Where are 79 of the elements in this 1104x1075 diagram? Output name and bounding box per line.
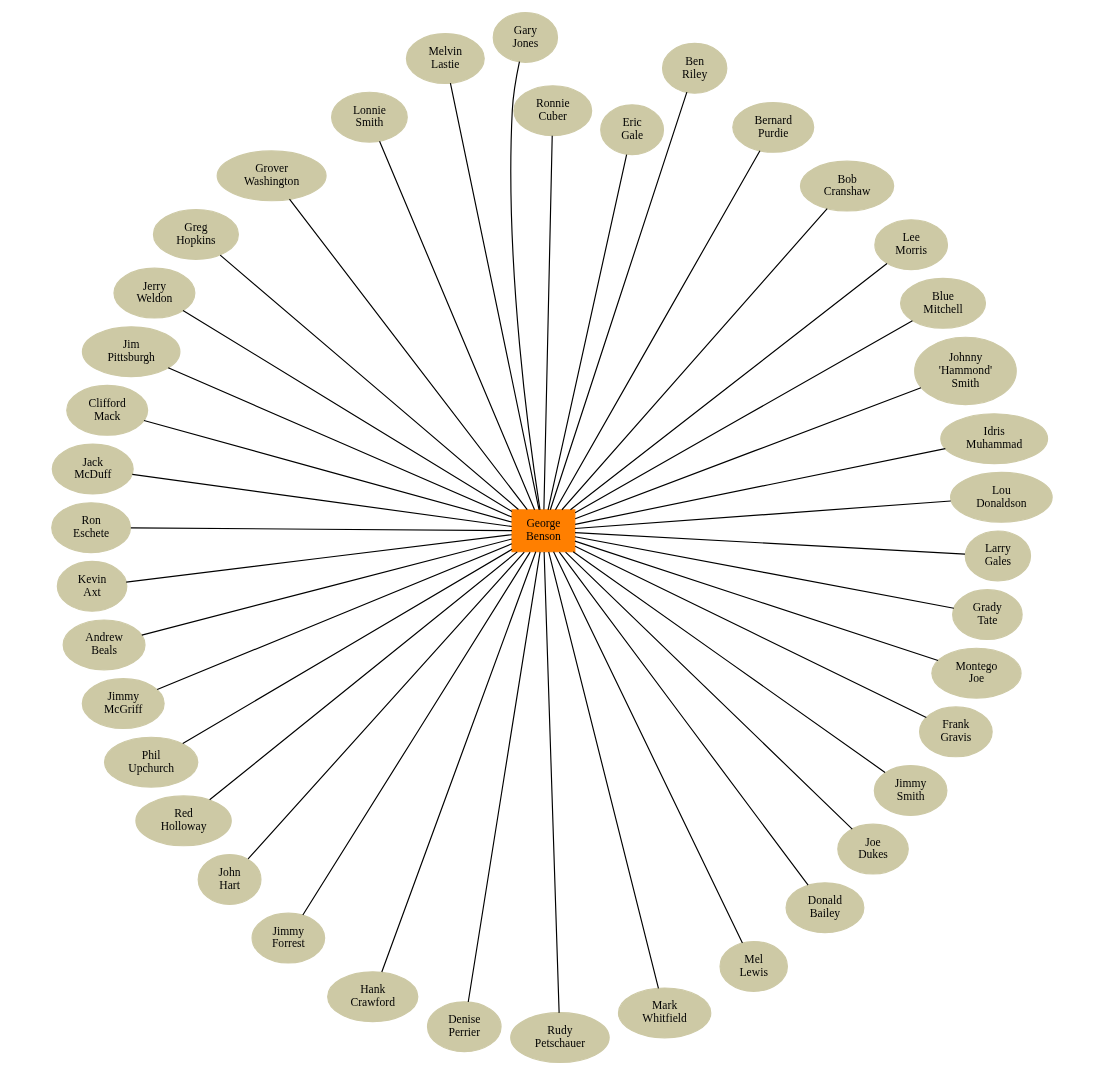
connector [156,543,513,691]
connector [574,320,914,514]
node-ellipse: Melvin Lastie [405,33,485,84]
connector [247,551,525,860]
node-ellipse: Bernard Purdie [732,101,815,153]
node-ellipse: Grady Tate [952,589,1023,641]
connector [574,500,952,530]
node-ellipse: Blue Mitchell [899,277,987,329]
connector [182,548,513,745]
connector [574,531,966,555]
connector [572,551,886,773]
node-ellipse: Eric Gale [600,104,665,156]
node-ellipse: Denise Perrier [426,1001,502,1053]
node-ellipse: Johnny 'Hammond' Smith [914,336,1017,406]
node-ellipse: Idris Muhammad [940,413,1049,465]
node-ellipse: Red Holloway [135,795,232,847]
connector [574,536,955,609]
node-ellipse: Jimmy McGriff [81,678,165,730]
connector [167,367,513,518]
connector [554,150,761,511]
connector [543,551,560,1014]
node-box: George Benson [511,509,576,553]
connector [574,387,922,520]
connector [510,61,541,511]
node-ellipse: Donald Bailey [785,882,865,934]
node-ellipse: Jimmy Forrest [251,912,326,964]
connector [379,140,536,511]
connector [569,262,888,511]
node-ellipse: Ronnie Cuber [513,85,593,137]
node-ellipse: Gary Jones [492,11,559,63]
node-ellipse: Joe Dukes [837,823,909,875]
connector [449,82,540,511]
node-ellipse: Ron Eschete [51,502,132,554]
node-ellipse: Frank Gravis [918,706,993,758]
connector [302,551,531,916]
connector [548,551,660,989]
connector [130,527,513,532]
node-ellipse: Mark Whitfield [617,987,712,1039]
connector [288,198,528,511]
node-ellipse: Lee Morris [874,219,949,271]
connector [143,419,513,523]
node-ellipse: Greg Hopkins [152,208,239,260]
node-ellipse: Clifford Mack [66,384,149,436]
connector [553,551,743,944]
connector [549,91,688,511]
connector [558,551,809,886]
node-ellipse: Hank Crawford [327,971,419,1023]
node-ellipse: Andrew Beals [62,619,146,671]
connector [565,551,853,830]
node-ellipse: Jack McDuff [51,443,134,495]
connector [547,153,628,511]
connector [209,551,518,801]
node-ellipse: Lou Donaldson [950,471,1053,523]
node-ellipse: Larry Gales [964,530,1032,582]
connector [381,551,537,973]
connector [543,135,553,510]
connector [131,473,513,528]
connector [574,448,946,525]
node-ellipse: Jerry Weldon [113,267,196,319]
node-ellipse: Lonnie Smith [331,91,408,143]
node-ellipse: Bob Cranshaw [799,160,895,212]
node-ellipse: Kevin Axt [56,560,128,612]
node-ellipse: Rudy Petschauer [510,1012,610,1064]
node-ellipse: Phil Upchurch [103,736,199,788]
connector [574,545,927,719]
connector [574,540,939,662]
node-ellipse: Mel Lewis [719,940,788,992]
node-ellipse: Montego Joe [931,647,1022,699]
connector [182,309,513,513]
node-ellipse: Jim Pittsburgh [81,326,181,378]
node-ellipse: John Hart [197,854,262,905]
node-ellipse: Jimmy Smith [873,764,948,816]
node-ellipse: Grover Washington [216,150,327,202]
node-ellipse: Ben Riley [661,42,728,94]
connector [467,551,541,1003]
connector [561,208,828,511]
connector [219,254,519,511]
connector [125,534,513,583]
connector [141,538,513,636]
